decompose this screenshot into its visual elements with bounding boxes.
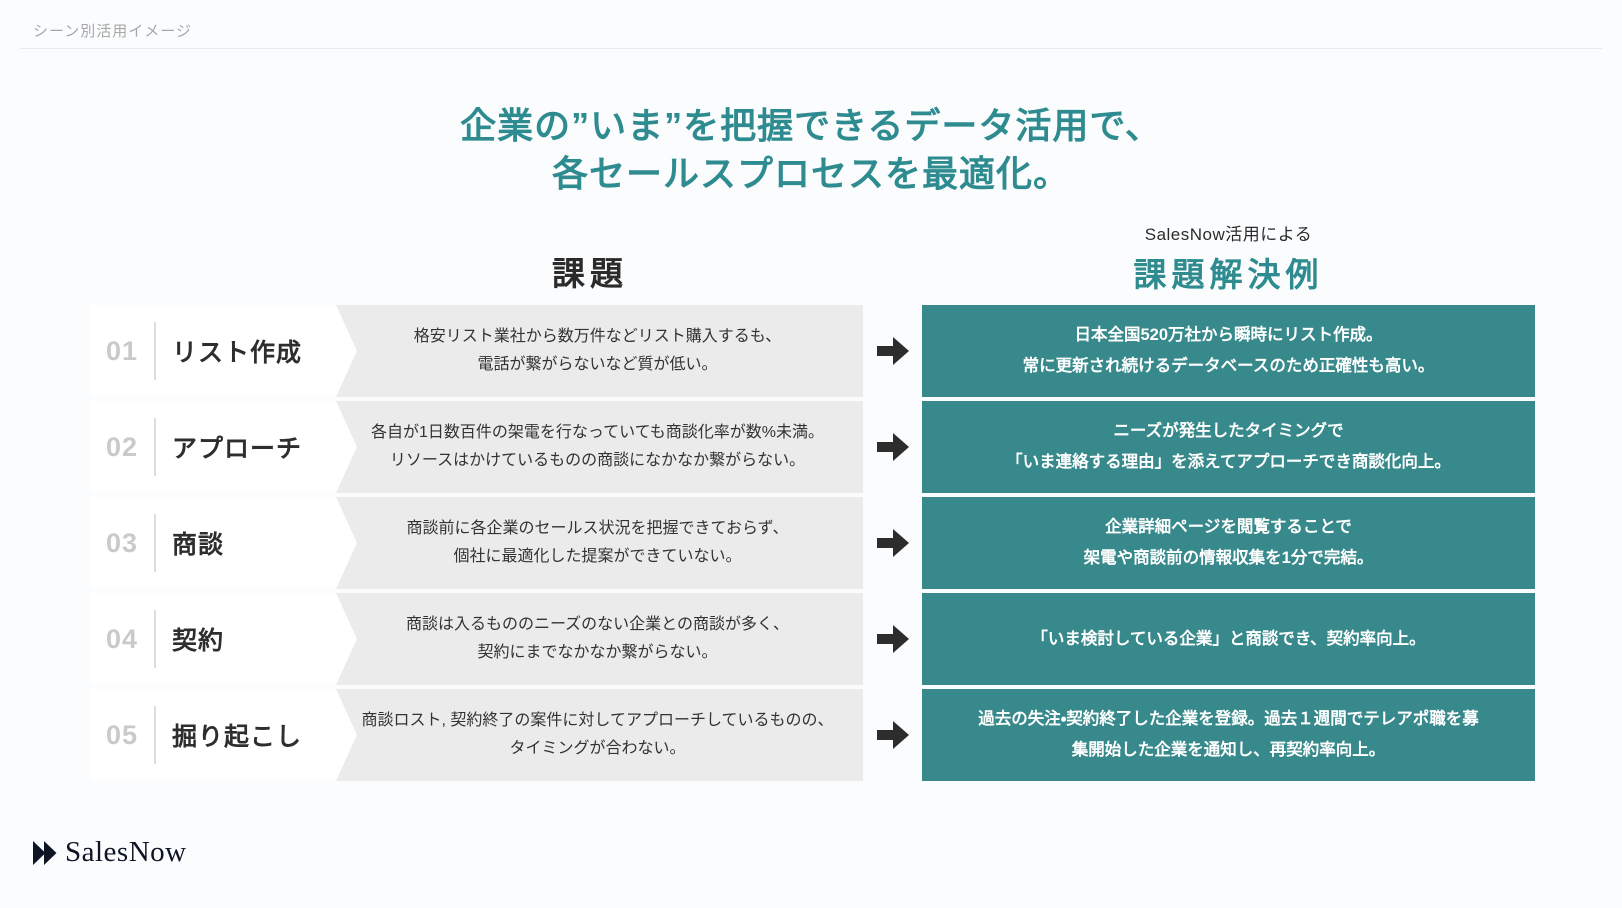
challenge-description: 商談ロスト, 契約終了の案件に対してアプローチしているものの、 タイミングが合わ… (340, 689, 855, 781)
process-row-1: 01 リスト作成 格安リスト業社から数万件などリスト購入するも、 電話が繋がらな… (90, 305, 1535, 397)
main-title-line1: 企業の”いま”を把握できるデータ活用で、 (460, 105, 1162, 146)
step-number: 01 (106, 335, 139, 366)
process-row-2: 02 アプローチ 各自が1日数百件の架電を行なっていても商談化率が数%未満。 リ… (90, 401, 1535, 493)
arrow-cell (863, 593, 922, 685)
challenge-line1: 格安リスト業社から数万件などリスト購入するも、 (413, 328, 782, 345)
challenge-box: 04 契約 商談は入るもののニーズのない企業との商談が多く、 契約にまでなかなか… (90, 593, 863, 685)
label-divider (154, 322, 157, 380)
process-step-label: 02 アプローチ (90, 401, 357, 493)
step-number: 05 (106, 719, 139, 750)
column-header-challenge: 課題 (552, 255, 628, 292)
challenge-line1: 商談ロスト, 契約終了の案件に対してアプローチしているものの、 (361, 712, 834, 729)
challenge-line1: 商談は入るもののニーズのない企業との商談が多く、 (405, 616, 790, 633)
process-step-label: 04 契約 (90, 593, 357, 685)
logo-text: SalesNow (65, 836, 187, 868)
page-title: シーン別活用イメージ (33, 23, 192, 40)
step-number: 03 (106, 527, 139, 558)
process-rows: 01 リスト作成 格安リスト業社から数万件などリスト購入するも、 電話が繋がらな… (90, 305, 1535, 785)
solution-line2: 「いま連絡する理由」を添えてアプローチでき商談化向上。 (1006, 453, 1451, 471)
challenge-box: 03 商談 商談前に各企業のセールス状況を把握できておらず、 個社に最適化した提… (90, 497, 863, 589)
challenge-line2: 契約にまでなかなか繋がらない。 (477, 644, 718, 661)
solution-line1: 「いま検討している企業」と商談でき、契約率向上。 (1031, 629, 1426, 648)
solution-box: ニーズが発生したタイミングで 「いま連絡する理由」を添えてアプローチでき商談化向… (922, 401, 1535, 493)
step-title: 掘り起こし (172, 723, 303, 751)
process-row-3: 03 商談 商談前に各企業のセールス状況を把握できておらず、 個社に最適化した提… (90, 497, 1535, 589)
challenge-box: 05 掘り起こし 商談ロスト, 契約終了の案件に対してアプローチしているものの、… (90, 689, 863, 781)
header-divider (20, 48, 1602, 49)
challenge-line2: 個社に最適化した提案ができていない。 (453, 548, 742, 565)
column-header-solution: SalesNow活用による 課題解決例 (922, 220, 1535, 296)
challenge-description: 商談は入るもののニーズのない企業との商談が多く、 契約にまでなかなか繋がらない。 (340, 593, 855, 685)
solution-line1: 企業詳細ページを閲覧することで (1105, 518, 1352, 537)
solution-line1: 過去の失注・契約終了した企業を登録。過去１週間でテレアポ職を募 (978, 710, 1479, 729)
challenge-line2: タイミングが合わない。 (509, 740, 686, 757)
challenge-line2: 電話が繋がらないなど質が低い。 (477, 356, 718, 373)
solution-line2: 架電や商談前の情報収集を1分で完結。 (1083, 549, 1374, 567)
right-arrow-icon (876, 433, 909, 461)
process-row-5: 05 掘り起こし 商談ロスト, 契約終了の案件に対してアプローチしているものの、… (90, 689, 1535, 781)
solution-line2: 集開始した企業を通知し、再契約率向上。 (1071, 741, 1386, 759)
main-title: 企業の”いま”を把握できるデータ活用で、 各セールスプロセスを最適化。 (0, 102, 1622, 198)
salesnow-logo: SalesNow (33, 836, 187, 869)
right-arrow-icon (876, 529, 909, 557)
solution-box: 「いま検討している企業」と商談でき、契約率向上。 (922, 593, 1535, 685)
label-divider (154, 610, 157, 668)
right-arrow-icon (876, 337, 909, 365)
challenge-description: 商談前に各企業のセールス状況を把握できておらず、 個社に最適化した提案ができてい… (340, 497, 855, 589)
challenge-box: 01 リスト作成 格安リスト業社から数万件などリスト購入するも、 電話が繋がらな… (90, 305, 863, 397)
solution-header: 課題解決例 (1133, 256, 1324, 293)
solution-subheader: SalesNow活用による (1144, 225, 1313, 244)
step-title: 商談 (172, 531, 225, 559)
challenge-line1: 商談前に各企業のセールス状況を把握できておらず、 (406, 520, 789, 537)
process-step-label: 05 掘り起こし (90, 689, 357, 781)
solution-line1: 日本全国520万社から瞬時にリスト作成。 (1074, 326, 1383, 345)
step-title: リスト作成 (172, 339, 303, 367)
challenge-line1: 各自が1日数百件の架電を行なっていても商談化率が数%未満。 (370, 424, 825, 441)
solution-box: 日本全国520万社から瞬時にリスト作成。 常に更新され続けるデータベースのため正… (922, 305, 1535, 397)
label-divider (154, 418, 157, 476)
label-divider (154, 706, 157, 764)
challenge-description: 格安リスト業社から数万件などリスト購入するも、 電話が繋がらないなど質が低い。 (340, 305, 855, 397)
step-title: 契約 (172, 627, 225, 655)
arrow-cell (863, 689, 922, 781)
process-row-4: 04 契約 商談は入るもののニーズのない企業との商談が多く、 契約にまでなかなか… (90, 593, 1535, 685)
challenge-description: 各自が1日数百件の架電を行なっていても商談化率が数%未満。 リソースはかけている… (340, 401, 855, 493)
main-title-line2: 各セールスプロセスを最適化。 (551, 153, 1070, 194)
right-arrow-icon (876, 721, 909, 749)
solution-box: 企業詳細ページを閲覧することで 架電や商談前の情報収集を1分で完結。 (922, 497, 1535, 589)
step-number: 04 (106, 623, 139, 654)
label-divider (154, 514, 157, 572)
arrow-cell (863, 305, 922, 397)
solution-line2: 常に更新され続けるデータベースのため正確性も高い。 (1022, 357, 1435, 375)
step-title: アプローチ (172, 435, 303, 463)
process-step-label: 03 商談 (90, 497, 357, 589)
step-number: 02 (106, 431, 139, 462)
challenge-box: 02 アプローチ 各自が1日数百件の架電を行なっていても商談化率が数%未満。 リ… (90, 401, 863, 493)
arrow-cell (863, 401, 922, 493)
solution-line1: ニーズが発生したタイミングで (1113, 422, 1344, 441)
arrow-cell (863, 497, 922, 589)
solution-box: 過去の失注・契約終了した企業を登録。過去１週間でテレアポ職を募 集開始した企業を… (922, 689, 1535, 781)
double-chevron-icon (33, 840, 57, 865)
right-arrow-icon (876, 625, 909, 653)
challenge-line2: リソースはかけているものの商談になかなか繋がらない。 (389, 452, 806, 469)
process-step-label: 01 リスト作成 (90, 305, 357, 397)
